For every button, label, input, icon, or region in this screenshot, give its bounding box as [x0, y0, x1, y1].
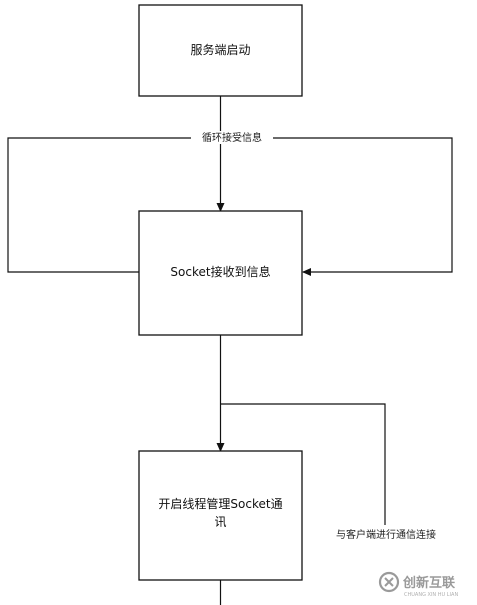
- thread-box-label-line2: 讯: [214, 515, 226, 529]
- start-box: [138, 4, 303, 97]
- watermark-text: 创新互联: [402, 575, 455, 591]
- watermark-logo-icon: [378, 571, 400, 593]
- thread-box-label-line1: 开启线程管理Socket通: [158, 496, 282, 511]
- client-edge: [221, 403, 386, 525]
- watermark: 创新互联 CHUANG XIN HU LIAN: [378, 571, 458, 598]
- loop-label-bg: [191, 131, 273, 144]
- thread-box: [138, 450, 303, 581]
- watermark-sub: CHUANG XIN HU LIAN: [404, 592, 458, 598]
- loop-label: 循环接受信息: [202, 131, 262, 144]
- client-label: 与客户端进行通信连接: [336, 528, 436, 541]
- watermark-logo-mark: [384, 577, 394, 587]
- start-box-label: 服务端启动: [190, 42, 250, 57]
- receive-box-label: Socket接收到信息: [170, 264, 270, 279]
- receive-box: [138, 210, 303, 336]
